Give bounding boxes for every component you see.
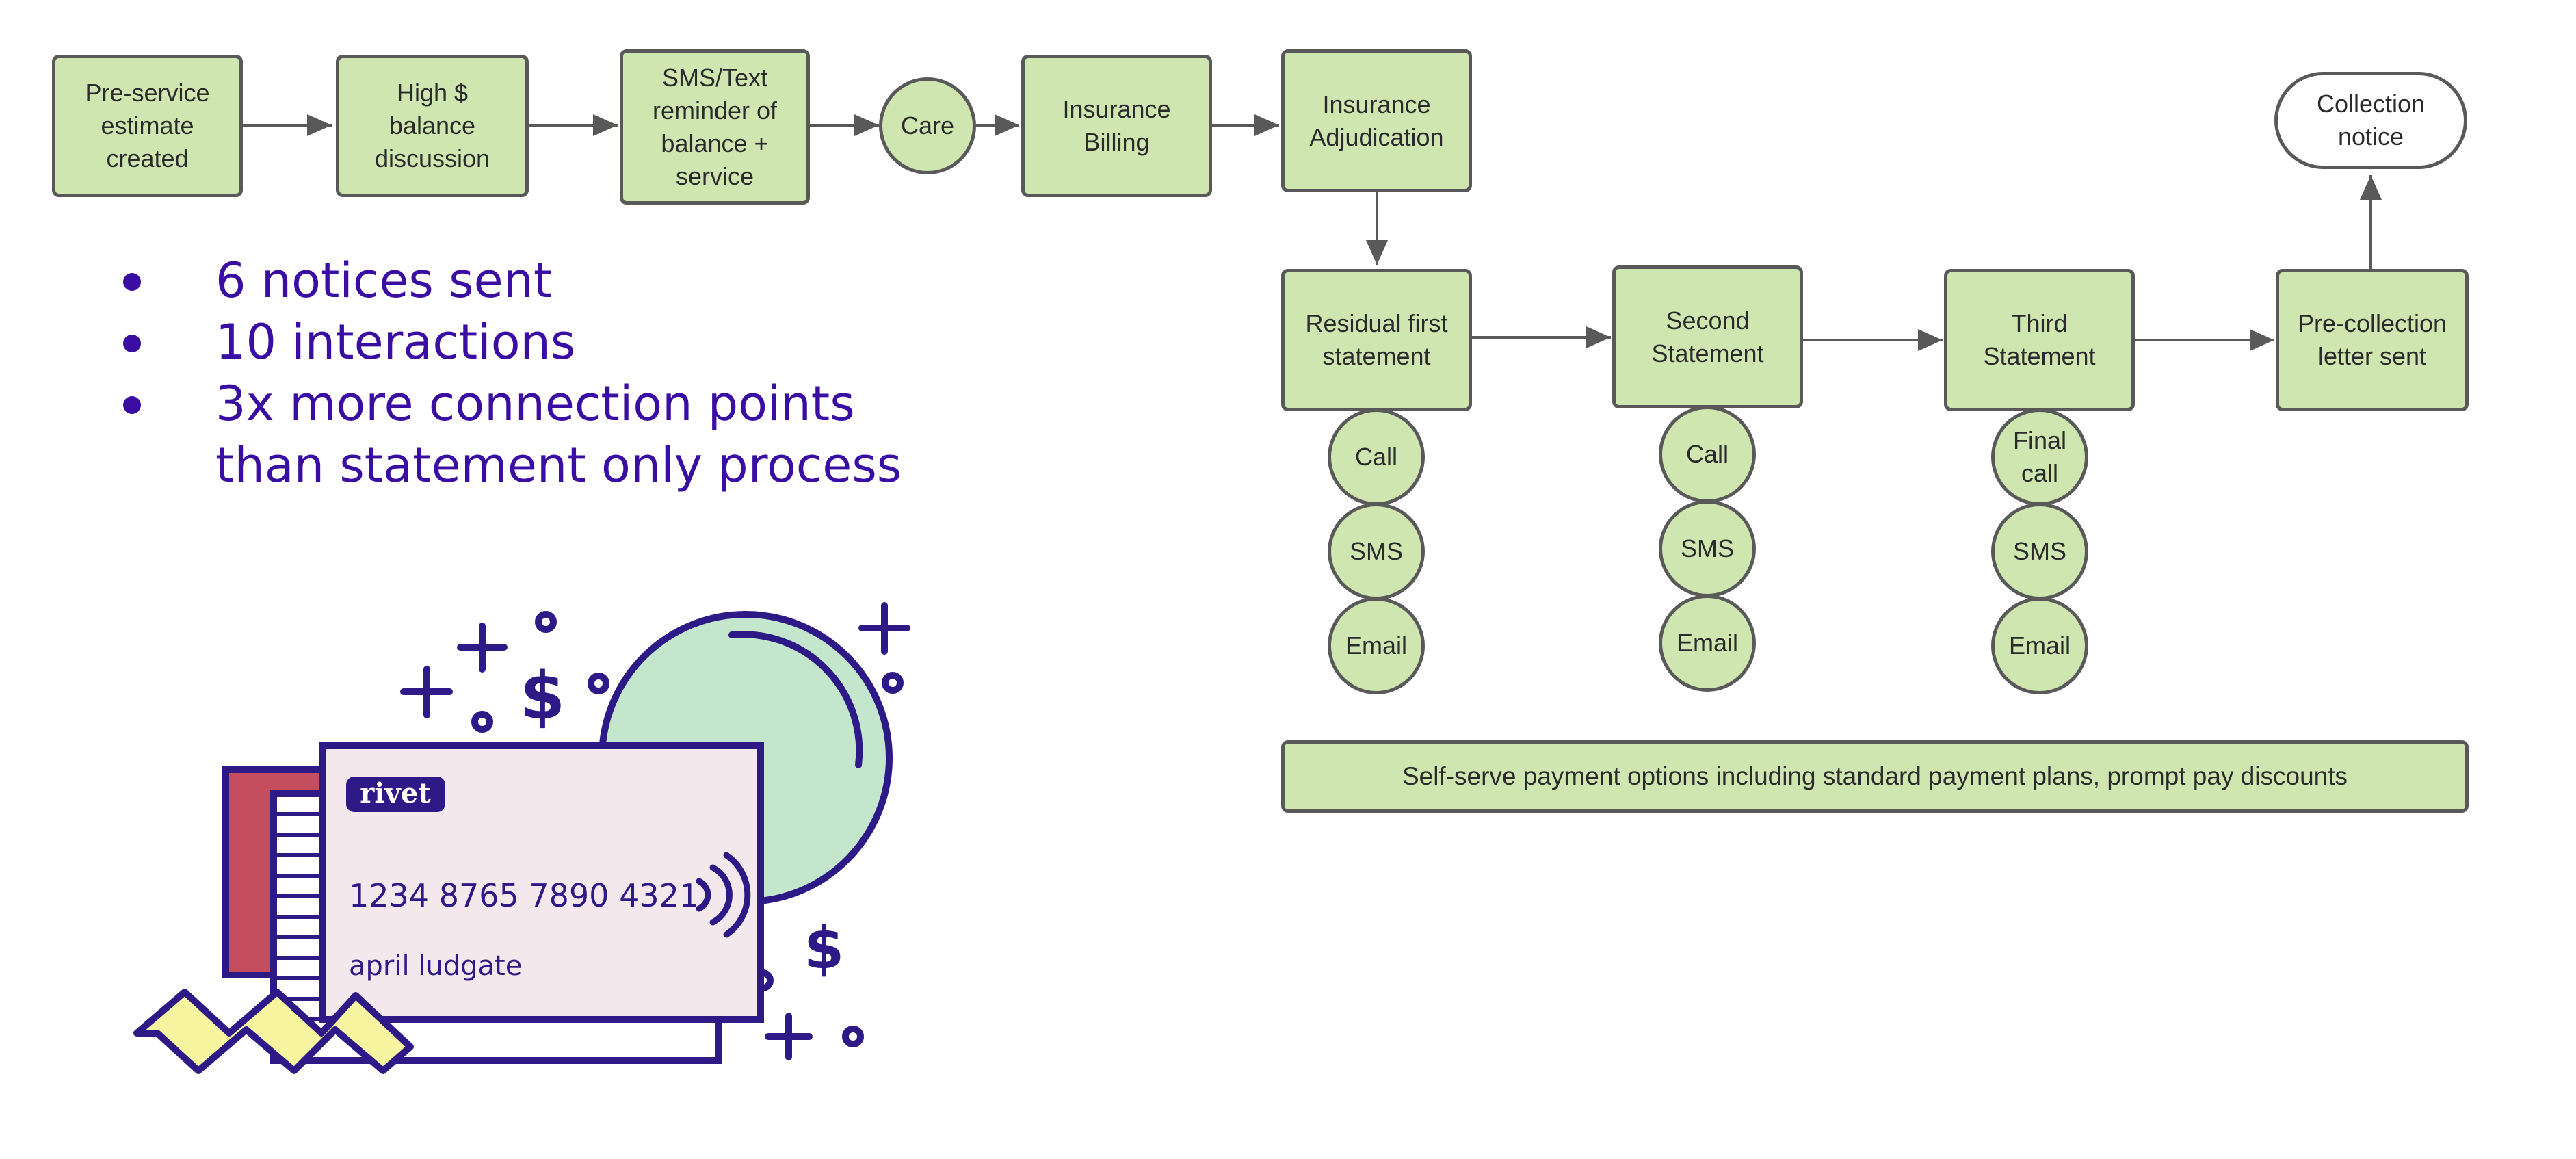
bullet-text: 10 interactions	[215, 314, 576, 370]
insurance-billing-box: Insurance Billing	[1021, 55, 1212, 197]
col2-sms-circle: SMS	[1659, 500, 1756, 597]
bullet-dot	[123, 335, 141, 352]
pre-collection-letter-box: Pre-collection letter sent	[2276, 269, 2469, 411]
dollar-sign-top: $	[520, 659, 565, 734]
high-balance-discussion-box: High $ balance discussion	[336, 55, 529, 197]
yellow-zigzag-shape	[133, 989, 414, 1074]
care-node: Care	[879, 77, 976, 174]
bullet-interactions: 10 interactions	[116, 311, 934, 373]
front-card-shape	[319, 742, 764, 1023]
col3-sms-circle: SMS	[1991, 503, 2088, 600]
col3-email-circle: Email	[1991, 597, 2088, 694]
bullet-dot	[123, 273, 141, 291]
inner-arc-shape	[728, 631, 863, 768]
bullet-connection-points: 3x more connection points than statement…	[116, 373, 934, 496]
residual-first-statement-box: Residual first statement	[1281, 269, 1472, 411]
second-statement-box: Second Statement	[1612, 265, 1803, 408]
bullet-dot	[123, 396, 141, 414]
col1-call-circle: Call	[1328, 408, 1425, 506]
dollar-sign-bottom: $	[804, 915, 844, 982]
summary-bullets: 6 notices sent 10 interactions 3x more c…	[116, 250, 934, 496]
card-brand-text: rivet	[360, 777, 431, 809]
col2-call-circle: Call	[1659, 406, 1756, 503]
contactless-icon	[696, 852, 751, 938]
col1-email-circle: Email	[1328, 597, 1425, 694]
bullet-text: 6 notices sent	[215, 252, 553, 309]
col3-final-call-circle: Final call	[1991, 408, 2088, 506]
self-serve-payment-bar: Self-serve payment options including sta…	[1281, 740, 2469, 813]
col2-email-circle: Email	[1659, 595, 1756, 692]
credit-card-illustration: rivet 1234 8765 7890 4321 april ludgate …	[133, 602, 910, 1074]
card-holder-text: april ludgate	[349, 950, 522, 982]
rivet-badge-shape	[346, 777, 445, 812]
bullet-notices: 6 notices sent	[116, 250, 934, 311]
card-number-text: 1234 8765 7890 4321	[349, 877, 699, 914]
sms-reminder-box: SMS/Text reminder of balance + service	[620, 49, 810, 205]
collection-notice-terminator: Collection notice	[2274, 72, 2467, 169]
bullet-text: 3x more connection points than statement…	[215, 376, 902, 493]
insurance-adjudication-box: Insurance Adjudication	[1281, 49, 1472, 192]
pre-service-estimate-box: Pre-service estimate created	[52, 55, 243, 197]
col1-sms-circle: SMS	[1328, 503, 1425, 600]
third-statement-box: Third Statement	[1944, 269, 2135, 411]
